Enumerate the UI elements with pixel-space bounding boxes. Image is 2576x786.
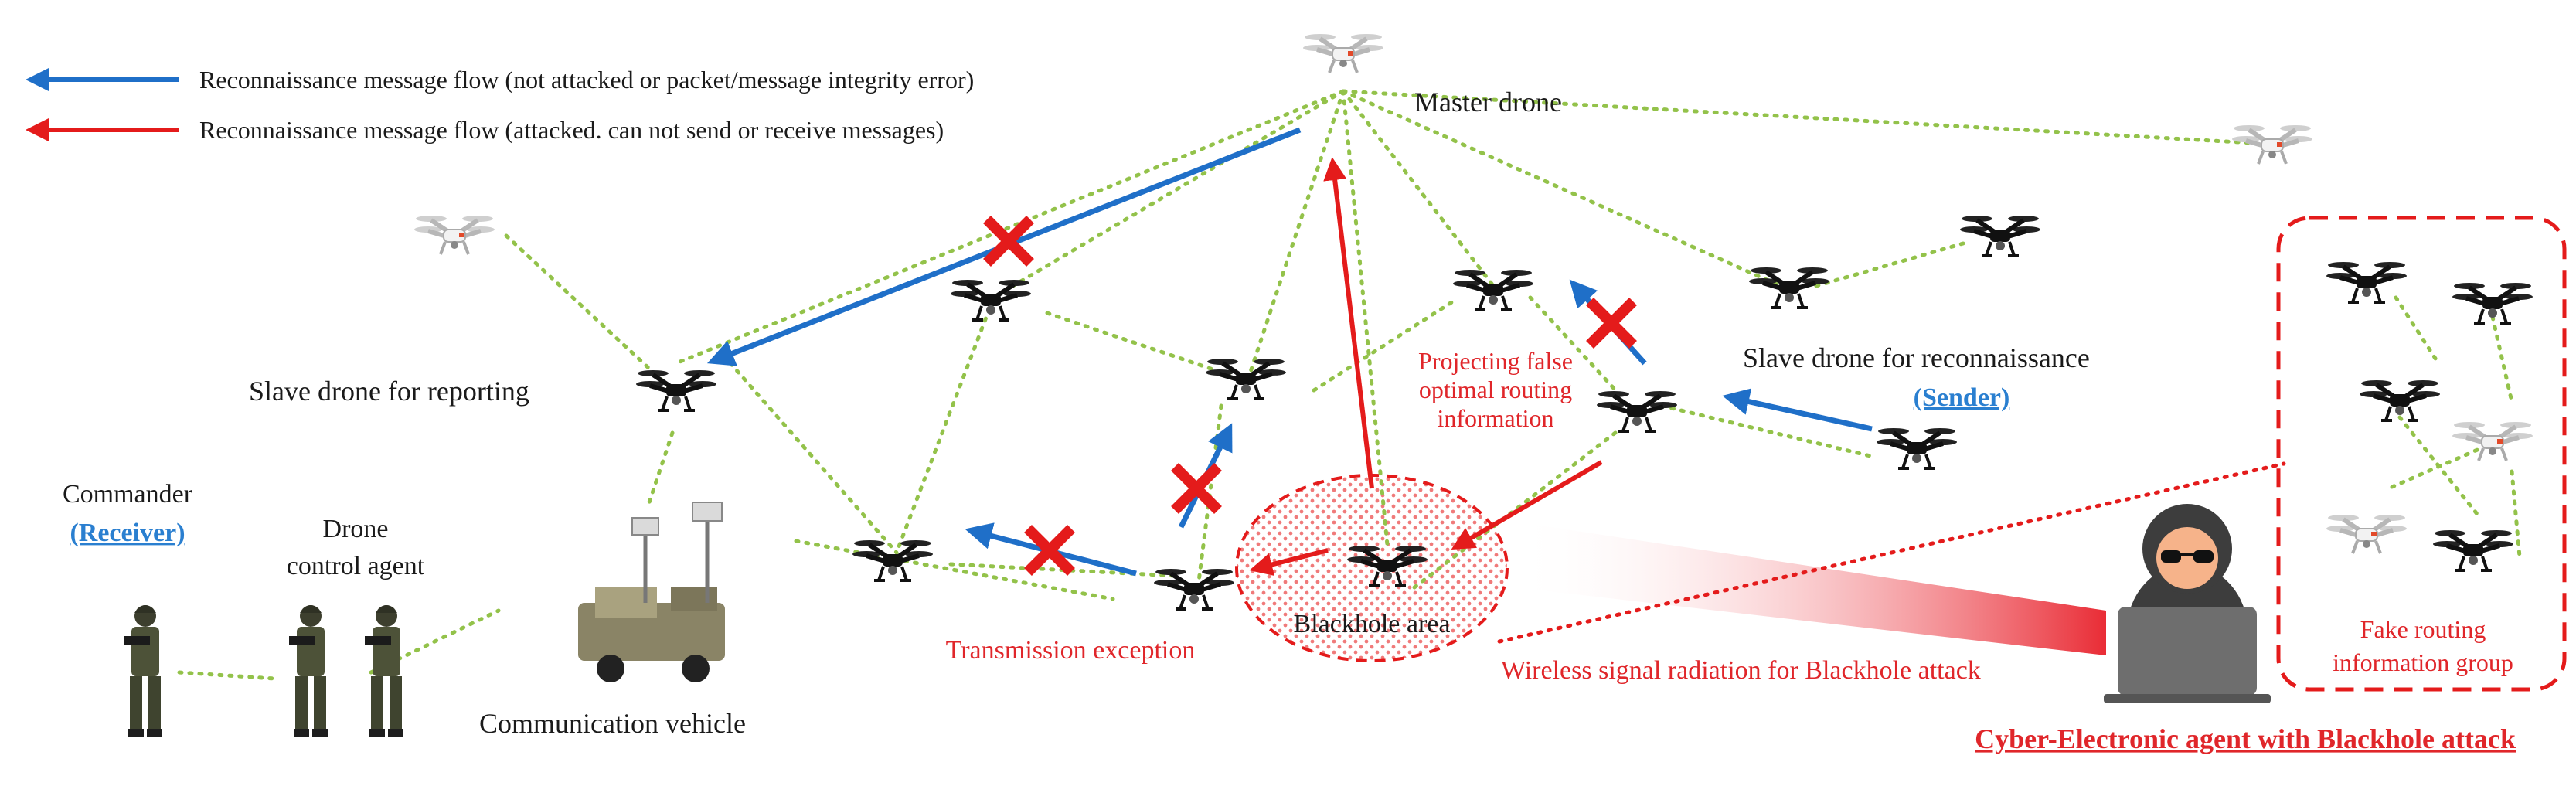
drone-icon [1206, 359, 1286, 399]
commander-label: Commander [63, 480, 193, 509]
attacker-link [1497, 461, 2286, 644]
commander-soldier-icon [124, 605, 162, 737]
slave-reporting-drone-icon [636, 370, 716, 410]
master-drone-icon [1303, 34, 1383, 73]
drone-icon [1960, 216, 2040, 256]
sender-label: (Sender) [1914, 383, 2010, 412]
fake-drone-icon [2360, 380, 2440, 420]
network-links [177, 89, 2522, 681]
wireless-radiation-label: Wireless signal radiation for Blackhole … [1501, 656, 1981, 685]
slave-reporting-label: Slave drone for reporting [249, 376, 529, 407]
projecting-label-3: information [1437, 404, 1553, 432]
drone-icon [951, 280, 1031, 320]
fake-drone-icon [2326, 515, 2407, 553]
fake-group-label-1: Fake routing [2360, 615, 2486, 643]
comm-vehicle-label: Communication vehicle [479, 708, 746, 739]
slave-recon-label: Slave drone for reconnaissance [1743, 342, 2090, 373]
projecting-label-2: optimal routing [1419, 376, 1572, 403]
communication-vehicle-icon [578, 502, 725, 682]
transmission-exception-label: Transmission exception [946, 636, 1196, 665]
drone-icon [1453, 270, 1533, 310]
blue-arrow-from-sender [1722, 388, 1873, 432]
legend-red-label: Reconnaissance message flow (attacked. c… [199, 116, 944, 144]
sender-drone-icon [1877, 428, 1957, 468]
drone-icon [1154, 569, 1234, 609]
master-drone-label: Master drone [1414, 87, 1562, 117]
red-arrow-to-master [1323, 157, 1374, 489]
drone-icon [414, 216, 495, 254]
wireless-beam [1515, 522, 2106, 655]
blackhole-area-label: Blackhole area [1294, 610, 1451, 638]
drone-agent-label-1: Drone [323, 515, 389, 543]
receiver-label: (Receiver) [70, 519, 185, 547]
fake-drone-icon [2452, 283, 2533, 323]
fake-group-label-2: information group [2333, 648, 2513, 676]
legend-blue-label: Reconnaissance message flow (not attacke… [199, 66, 974, 94]
red-arrow-to-drone [1249, 548, 1329, 577]
drone-agent-soldier-icon [289, 605, 328, 737]
red-arrow-from-projecting [1451, 460, 1603, 550]
drone-agent-label-2: control agent [287, 552, 425, 580]
fake-routing-group-box [2276, 216, 2567, 692]
drone-icon [1597, 391, 1677, 431]
drone-icon [2232, 125, 2312, 164]
projecting-label-1: Projecting false [1418, 347, 1573, 375]
hacker-icon [2104, 504, 2271, 703]
x-mark-icon [1590, 301, 1633, 345]
fake-drone-icon [2433, 530, 2513, 570]
cyber-agent-label: Cyber-Electronic agent with Blackhole at… [1975, 723, 2516, 754]
x-mark-icon [1028, 529, 1071, 572]
